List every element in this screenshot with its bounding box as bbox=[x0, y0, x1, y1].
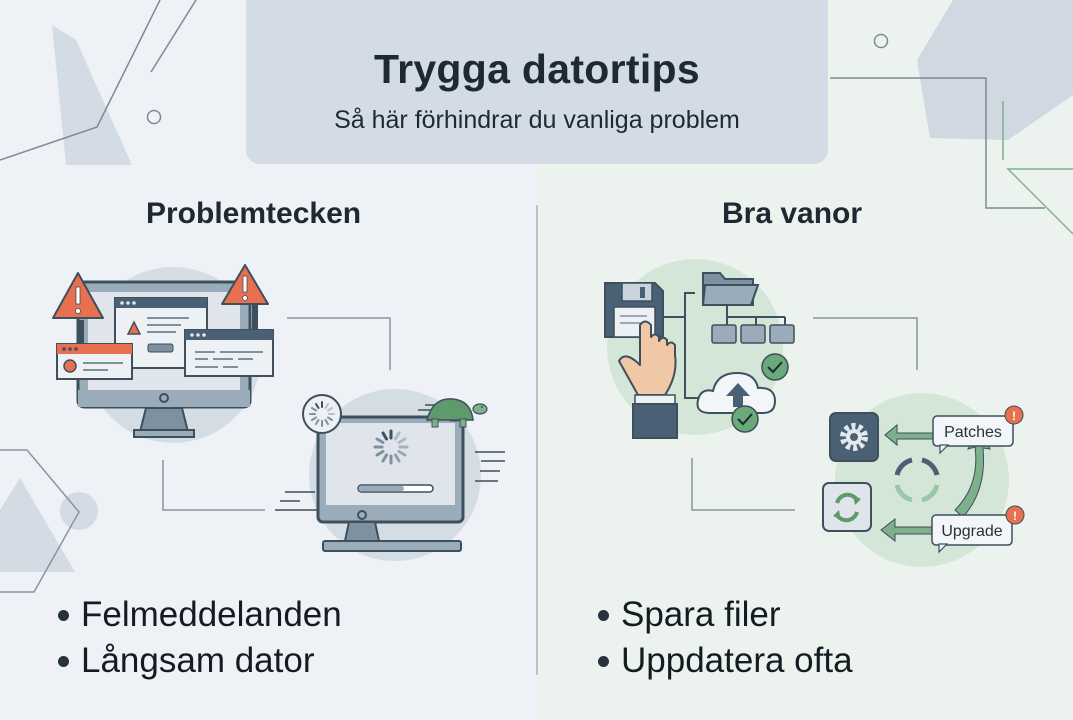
column-divider bbox=[536, 205, 538, 675]
error-monitor-illustration bbox=[52, 264, 274, 443]
left-heading: Problemtecken bbox=[146, 197, 362, 230]
svg-text:!: ! bbox=[1013, 509, 1017, 523]
cycle-arrows-icon bbox=[894, 457, 940, 503]
upgrade-callout: Upgrade ! bbox=[931, 505, 1025, 554]
list-item: Spara filer bbox=[598, 592, 853, 638]
good-habits-list: Spara filer Uppdatera ofta bbox=[598, 592, 853, 684]
bullet-dot bbox=[58, 609, 69, 621]
settings-gear-icon bbox=[829, 412, 879, 462]
list-item: Långsam dator bbox=[58, 638, 342, 684]
title-card: Trygga datortips Så här förhindrar du va… bbox=[246, 0, 828, 164]
turtle-icon bbox=[426, 398, 488, 428]
checkmark-icon bbox=[761, 353, 789, 381]
page-title: Trygga datortips bbox=[373, 46, 700, 92]
floppy-disk-icon bbox=[604, 282, 664, 338]
list-item: Felmeddelanden bbox=[58, 592, 342, 638]
patches-callout: Patches ! bbox=[932, 405, 1024, 455]
folder-icon bbox=[701, 272, 760, 306]
bullet-dot bbox=[598, 655, 609, 667]
bullet-dot bbox=[58, 655, 69, 667]
warning-icon bbox=[221, 264, 269, 305]
update-cycle-illustration: Patches ! Upgrade ! bbox=[822, 393, 1025, 567]
cloud-upload-icon bbox=[696, 371, 777, 414]
right-heading: Bra vanor bbox=[722, 197, 863, 230]
slow-computer-illustration bbox=[275, 389, 505, 561]
list-item: Uppdatera ofta bbox=[598, 638, 853, 684]
refresh-icon bbox=[822, 482, 872, 532]
svg-text:Patches: Patches bbox=[944, 424, 1002, 441]
warning-icon bbox=[52, 272, 104, 319]
bullet-dot bbox=[598, 609, 609, 621]
save-files-illustration bbox=[604, 259, 795, 439]
loading-spinner-icon bbox=[302, 394, 342, 434]
checkmark-icon bbox=[731, 405, 759, 433]
svg-text:!: ! bbox=[1012, 409, 1016, 423]
problem-signs-list: Felmeddelanden Långsam dator bbox=[58, 592, 342, 684]
svg-text:Upgrade: Upgrade bbox=[941, 523, 1002, 540]
pointing-hand-icon bbox=[618, 320, 678, 439]
page-subtitle: Så här förhindrar du vanliga problem bbox=[334, 106, 740, 134]
